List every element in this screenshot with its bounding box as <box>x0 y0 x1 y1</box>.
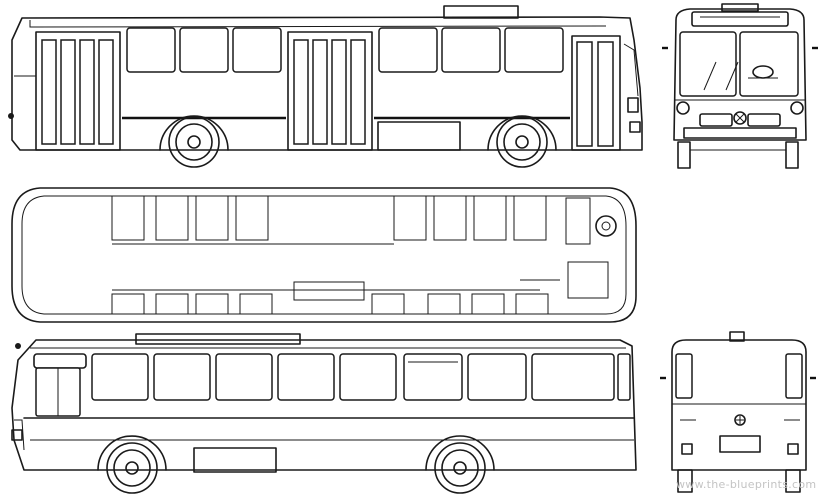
top-view <box>11 187 637 323</box>
front-view <box>662 3 818 169</box>
rear-view <box>660 331 816 493</box>
side-view-right <box>8 5 643 168</box>
watermark: www.the-blueprints.com <box>676 478 817 491</box>
side-view-left <box>11 333 637 494</box>
